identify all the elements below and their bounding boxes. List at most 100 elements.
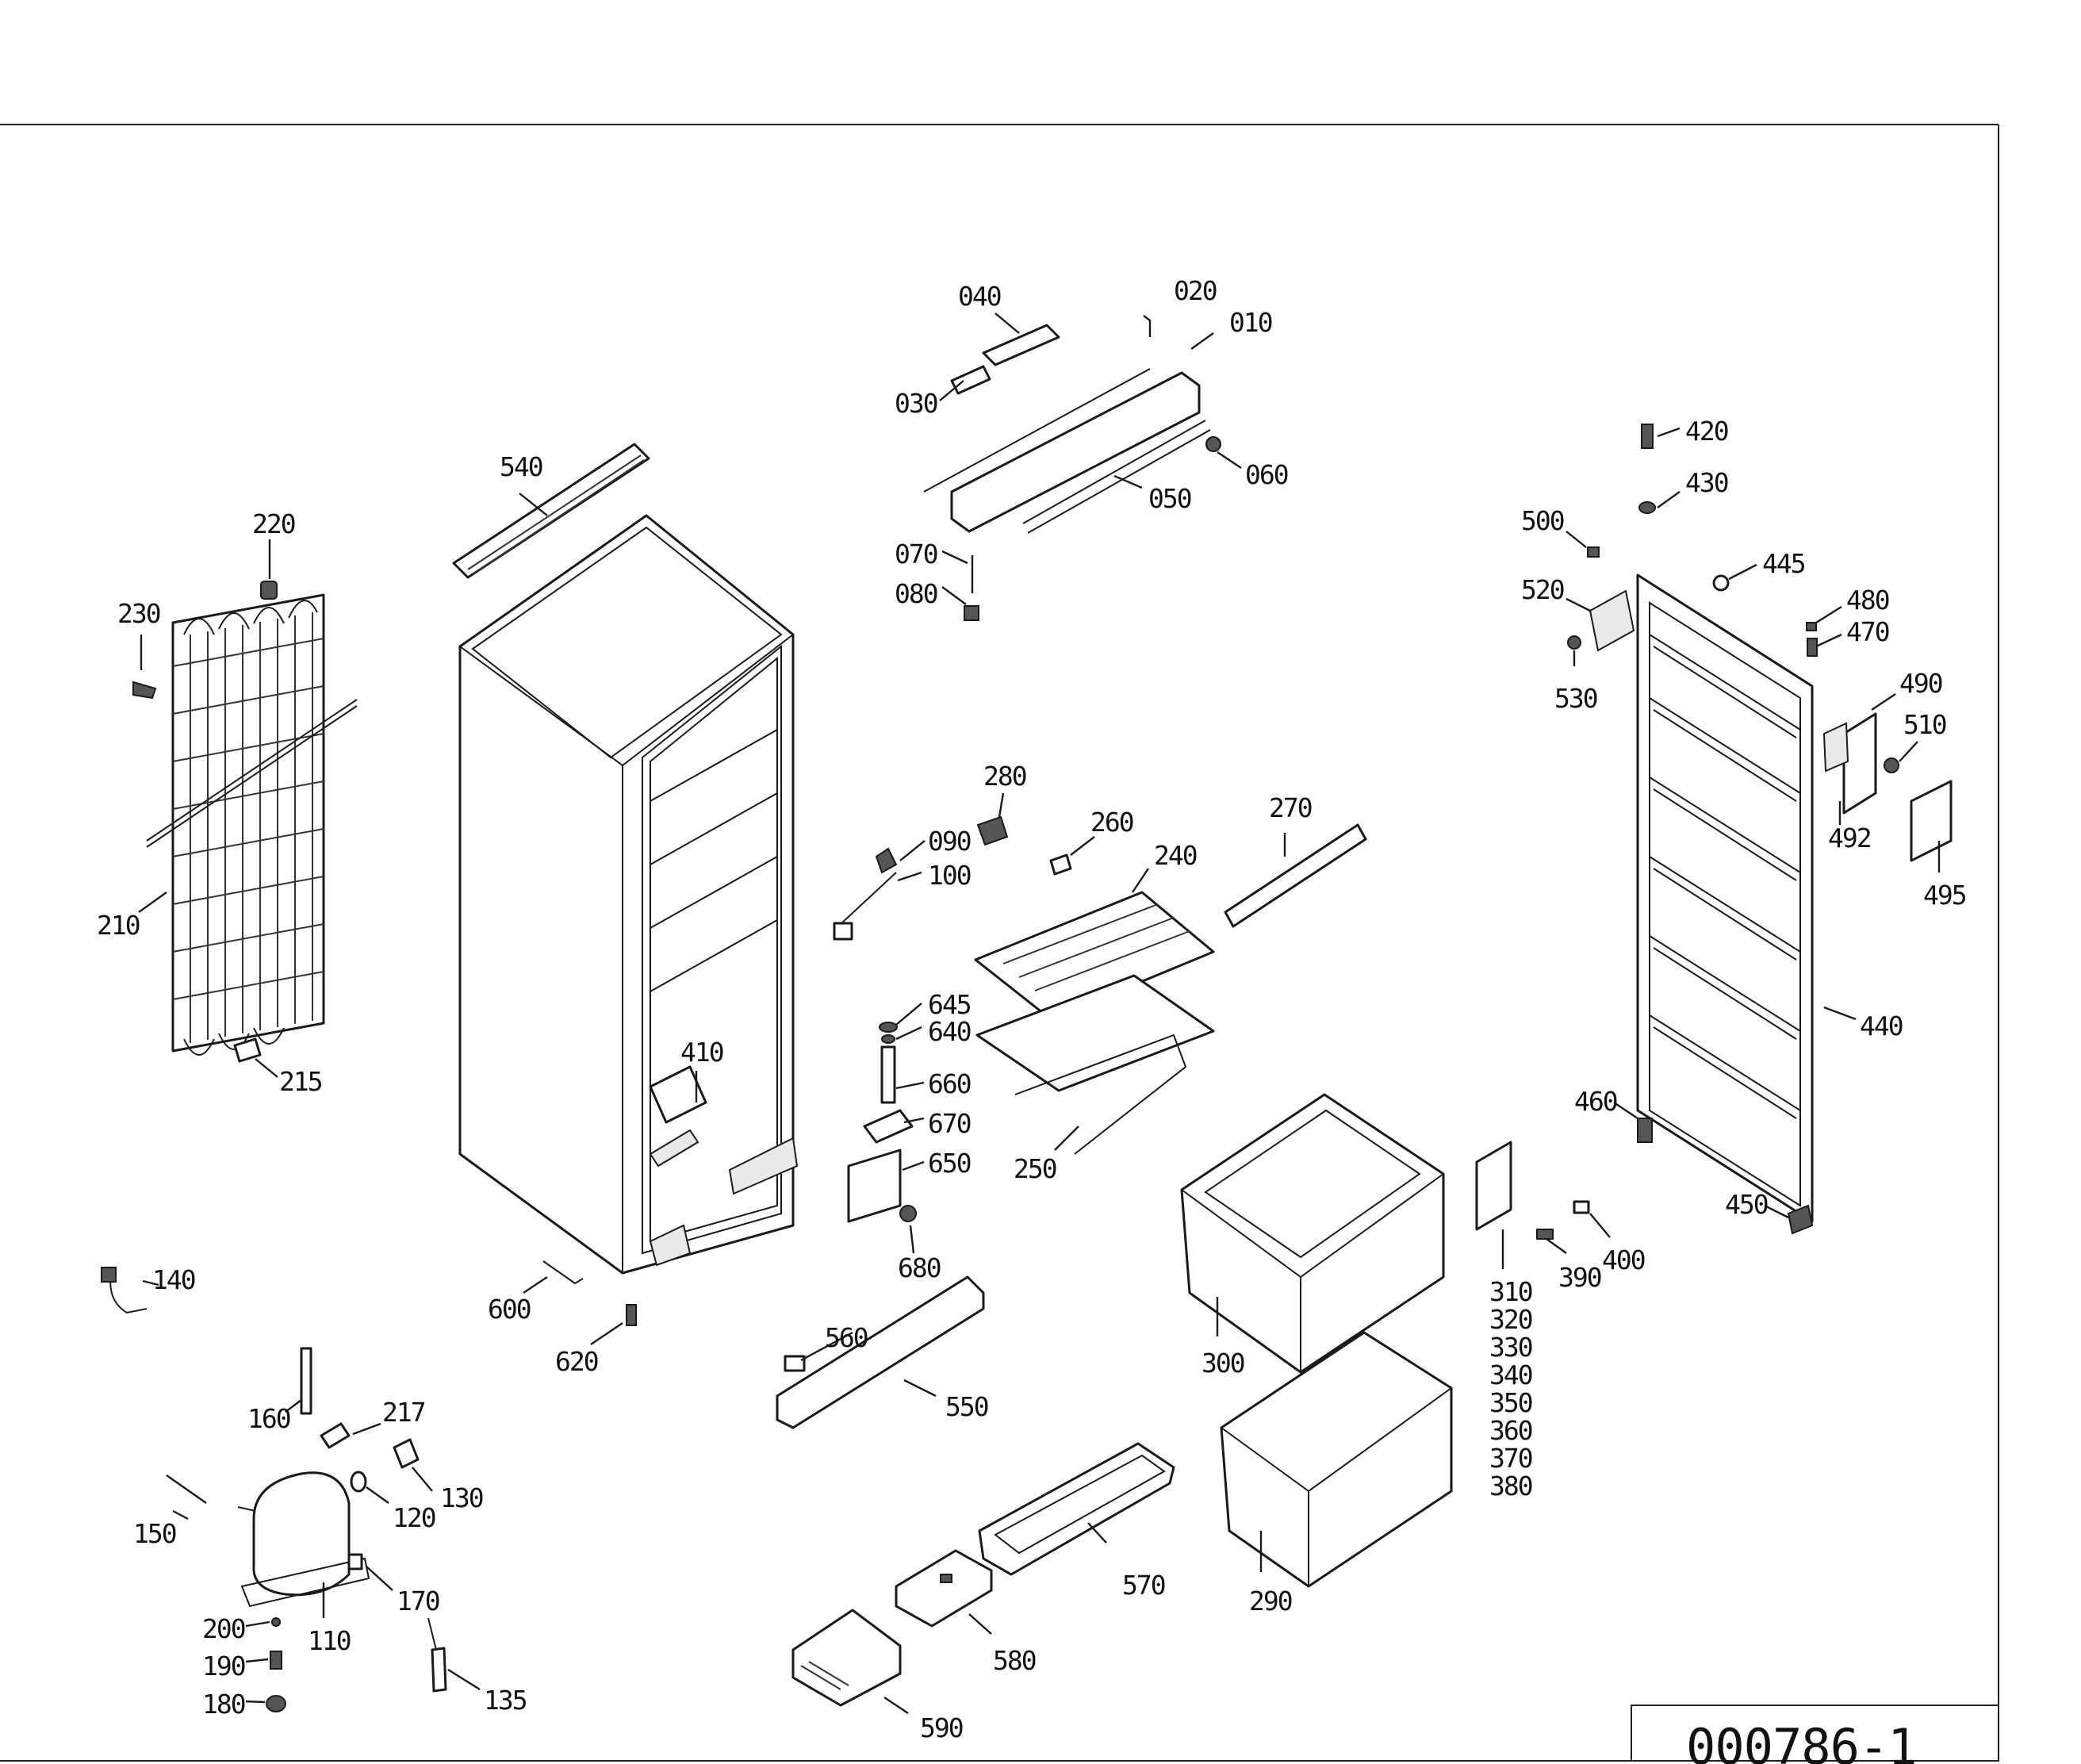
label-170: 170 <box>397 1586 439 1616</box>
part-260-plug <box>1049 853 1072 876</box>
part-control-panel <box>923 368 1211 534</box>
part-060-knob <box>1205 436 1221 452</box>
part-030-switch <box>950 365 991 395</box>
label-580: 580 <box>993 1645 1036 1676</box>
part-230-clip <box>132 681 157 700</box>
label-650: 650 <box>928 1148 971 1179</box>
label-215: 215 <box>279 1066 322 1097</box>
label-110: 110 <box>308 1625 351 1656</box>
part-280-thermostat <box>976 815 1009 846</box>
label-645: 645 <box>928 989 971 1020</box>
label-520: 520 <box>1521 574 1564 605</box>
label-370: 370 <box>1489 1443 1532 1474</box>
label-230: 230 <box>117 598 160 629</box>
part-215-sleeve <box>233 1037 262 1063</box>
part-500-stop <box>1587 546 1600 558</box>
part-040-board <box>982 324 1060 366</box>
label-500: 500 <box>1521 505 1564 536</box>
label-400: 400 <box>1602 1244 1645 1275</box>
part-080-nut <box>964 605 979 621</box>
part-410-divider <box>649 1065 707 1124</box>
label-492: 492 <box>1828 823 1871 853</box>
label-270: 270 <box>1269 792 1312 823</box>
label-530: 530 <box>1554 683 1597 714</box>
label-040: 040 <box>958 281 1001 312</box>
callout-labels: 020 010 040 030 050 060 070 080 090 100 … <box>97 275 1968 1743</box>
label-450: 450 <box>1725 1189 1768 1220</box>
part-495-plate <box>1910 780 1953 862</box>
label-050: 050 <box>1148 483 1191 514</box>
label-380: 380 <box>1489 1471 1532 1501</box>
label-430: 430 <box>1685 467 1728 498</box>
part-460-hinge-lower <box>1637 1118 1653 1143</box>
part-680-screw <box>899 1205 917 1222</box>
part-445-cap <box>1712 574 1730 592</box>
part-170-clip <box>347 1553 363 1570</box>
part-200-screw <box>271 1617 281 1627</box>
part-490-hinge-cover <box>1842 712 1877 815</box>
part-580-ice-tray <box>895 1549 993 1628</box>
label-135: 135 <box>484 1685 527 1716</box>
label-350: 350 <box>1489 1387 1532 1418</box>
label-240: 240 <box>1154 840 1197 871</box>
label-590: 590 <box>920 1712 963 1743</box>
part-240-shelf <box>974 891 1215 1021</box>
label-360: 360 <box>1489 1415 1532 1446</box>
label-600: 600 <box>488 1294 531 1325</box>
label-420: 420 <box>1685 416 1728 447</box>
part-480-cap <box>1806 622 1817 631</box>
label-130: 130 <box>440 1482 483 1513</box>
label-320: 320 <box>1489 1304 1532 1335</box>
label-330: 330 <box>1489 1332 1532 1363</box>
part-400-clip <box>1573 1200 1590 1214</box>
part-645-washer <box>879 1022 898 1033</box>
label-100: 100 <box>928 860 971 891</box>
part-470-pin <box>1807 638 1818 657</box>
part-110-compressor <box>237 1471 370 1608</box>
label-300: 300 <box>1201 1348 1244 1379</box>
label-540: 540 <box>500 451 542 482</box>
label-570: 570 <box>1122 1570 1165 1601</box>
part-550-plinth <box>776 1275 985 1429</box>
label-340: 340 <box>1489 1359 1532 1390</box>
part-670-bracket <box>863 1109 914 1144</box>
label-550: 550 <box>945 1391 988 1422</box>
part-660-pin <box>880 1045 896 1104</box>
part-570-tray <box>978 1442 1175 1576</box>
label-070: 070 <box>895 539 937 569</box>
part-217-sleeve <box>320 1422 351 1449</box>
label-640: 640 <box>928 1016 971 1047</box>
label-445: 445 <box>1762 548 1805 579</box>
label-200: 200 <box>202 1613 245 1644</box>
drawing-number: 000786-1 <box>1686 1718 1917 1764</box>
part-520-handle <box>1589 589 1635 652</box>
part-190-bolt <box>270 1651 282 1670</box>
part-130-relay <box>393 1438 420 1469</box>
part-310-door-panel <box>1475 1141 1512 1231</box>
part-090-lamp-holder <box>875 847 898 874</box>
label-260: 260 <box>1090 807 1133 838</box>
part-440-door <box>1636 573 1814 1223</box>
label-480: 480 <box>1846 585 1889 615</box>
label-560: 560 <box>825 1322 868 1353</box>
label-150: 150 <box>133 1518 176 1549</box>
part-270-rail <box>1224 823 1367 928</box>
part-300-drawer-upper <box>1180 1093 1445 1374</box>
part-250-shelf-lower <box>975 974 1215 1155</box>
label-120: 120 <box>393 1502 435 1533</box>
label-390: 390 <box>1558 1262 1601 1293</box>
label-620: 620 <box>555 1346 598 1377</box>
label-020: 020 <box>1174 275 1217 306</box>
label-217: 217 <box>382 1397 425 1428</box>
part-135-tube <box>427 1617 447 1693</box>
label-030: 030 <box>895 388 937 419</box>
label-220: 220 <box>252 508 295 539</box>
part-530-screw <box>1567 635 1581 650</box>
label-410: 410 <box>680 1037 723 1068</box>
label-180: 180 <box>202 1689 245 1720</box>
part-cabinet <box>458 514 799 1275</box>
label-290: 290 <box>1249 1586 1292 1616</box>
label-140: 140 <box>152 1264 195 1295</box>
label-510: 510 <box>1903 709 1946 740</box>
part-430-nut <box>1638 501 1656 514</box>
